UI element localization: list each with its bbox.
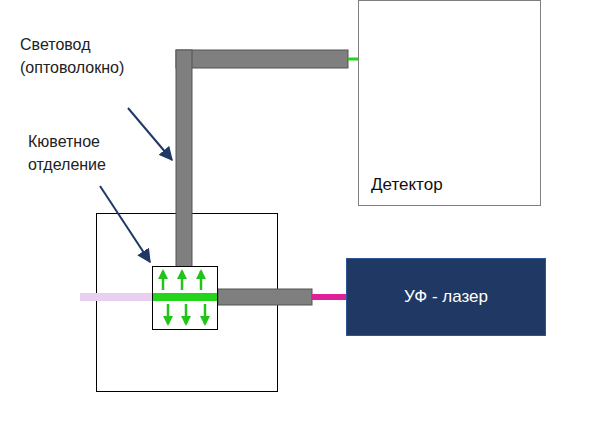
fluorescence-arrows	[163, 271, 205, 324]
laser-box: УФ - лазер	[346, 258, 546, 336]
part-label: Кюветное отделение	[28, 130, 153, 176]
leader-arrow	[128, 108, 172, 160]
laser-beam	[312, 294, 346, 300]
cuvette	[153, 267, 218, 330]
leader-arrow	[100, 186, 150, 262]
detector-box: Детектор	[358, 0, 541, 206]
optical-fiber	[218, 289, 312, 305]
part-label: Световод (оптоволокно)	[20, 33, 170, 79]
uv-beam	[80, 293, 153, 301]
box-label: Детектор	[371, 175, 443, 195]
excitation-beam	[153, 293, 217, 301]
optical-fiber	[176, 50, 348, 68]
optical-fiber	[176, 50, 192, 267]
box-label: УФ - лазер	[404, 287, 488, 307]
